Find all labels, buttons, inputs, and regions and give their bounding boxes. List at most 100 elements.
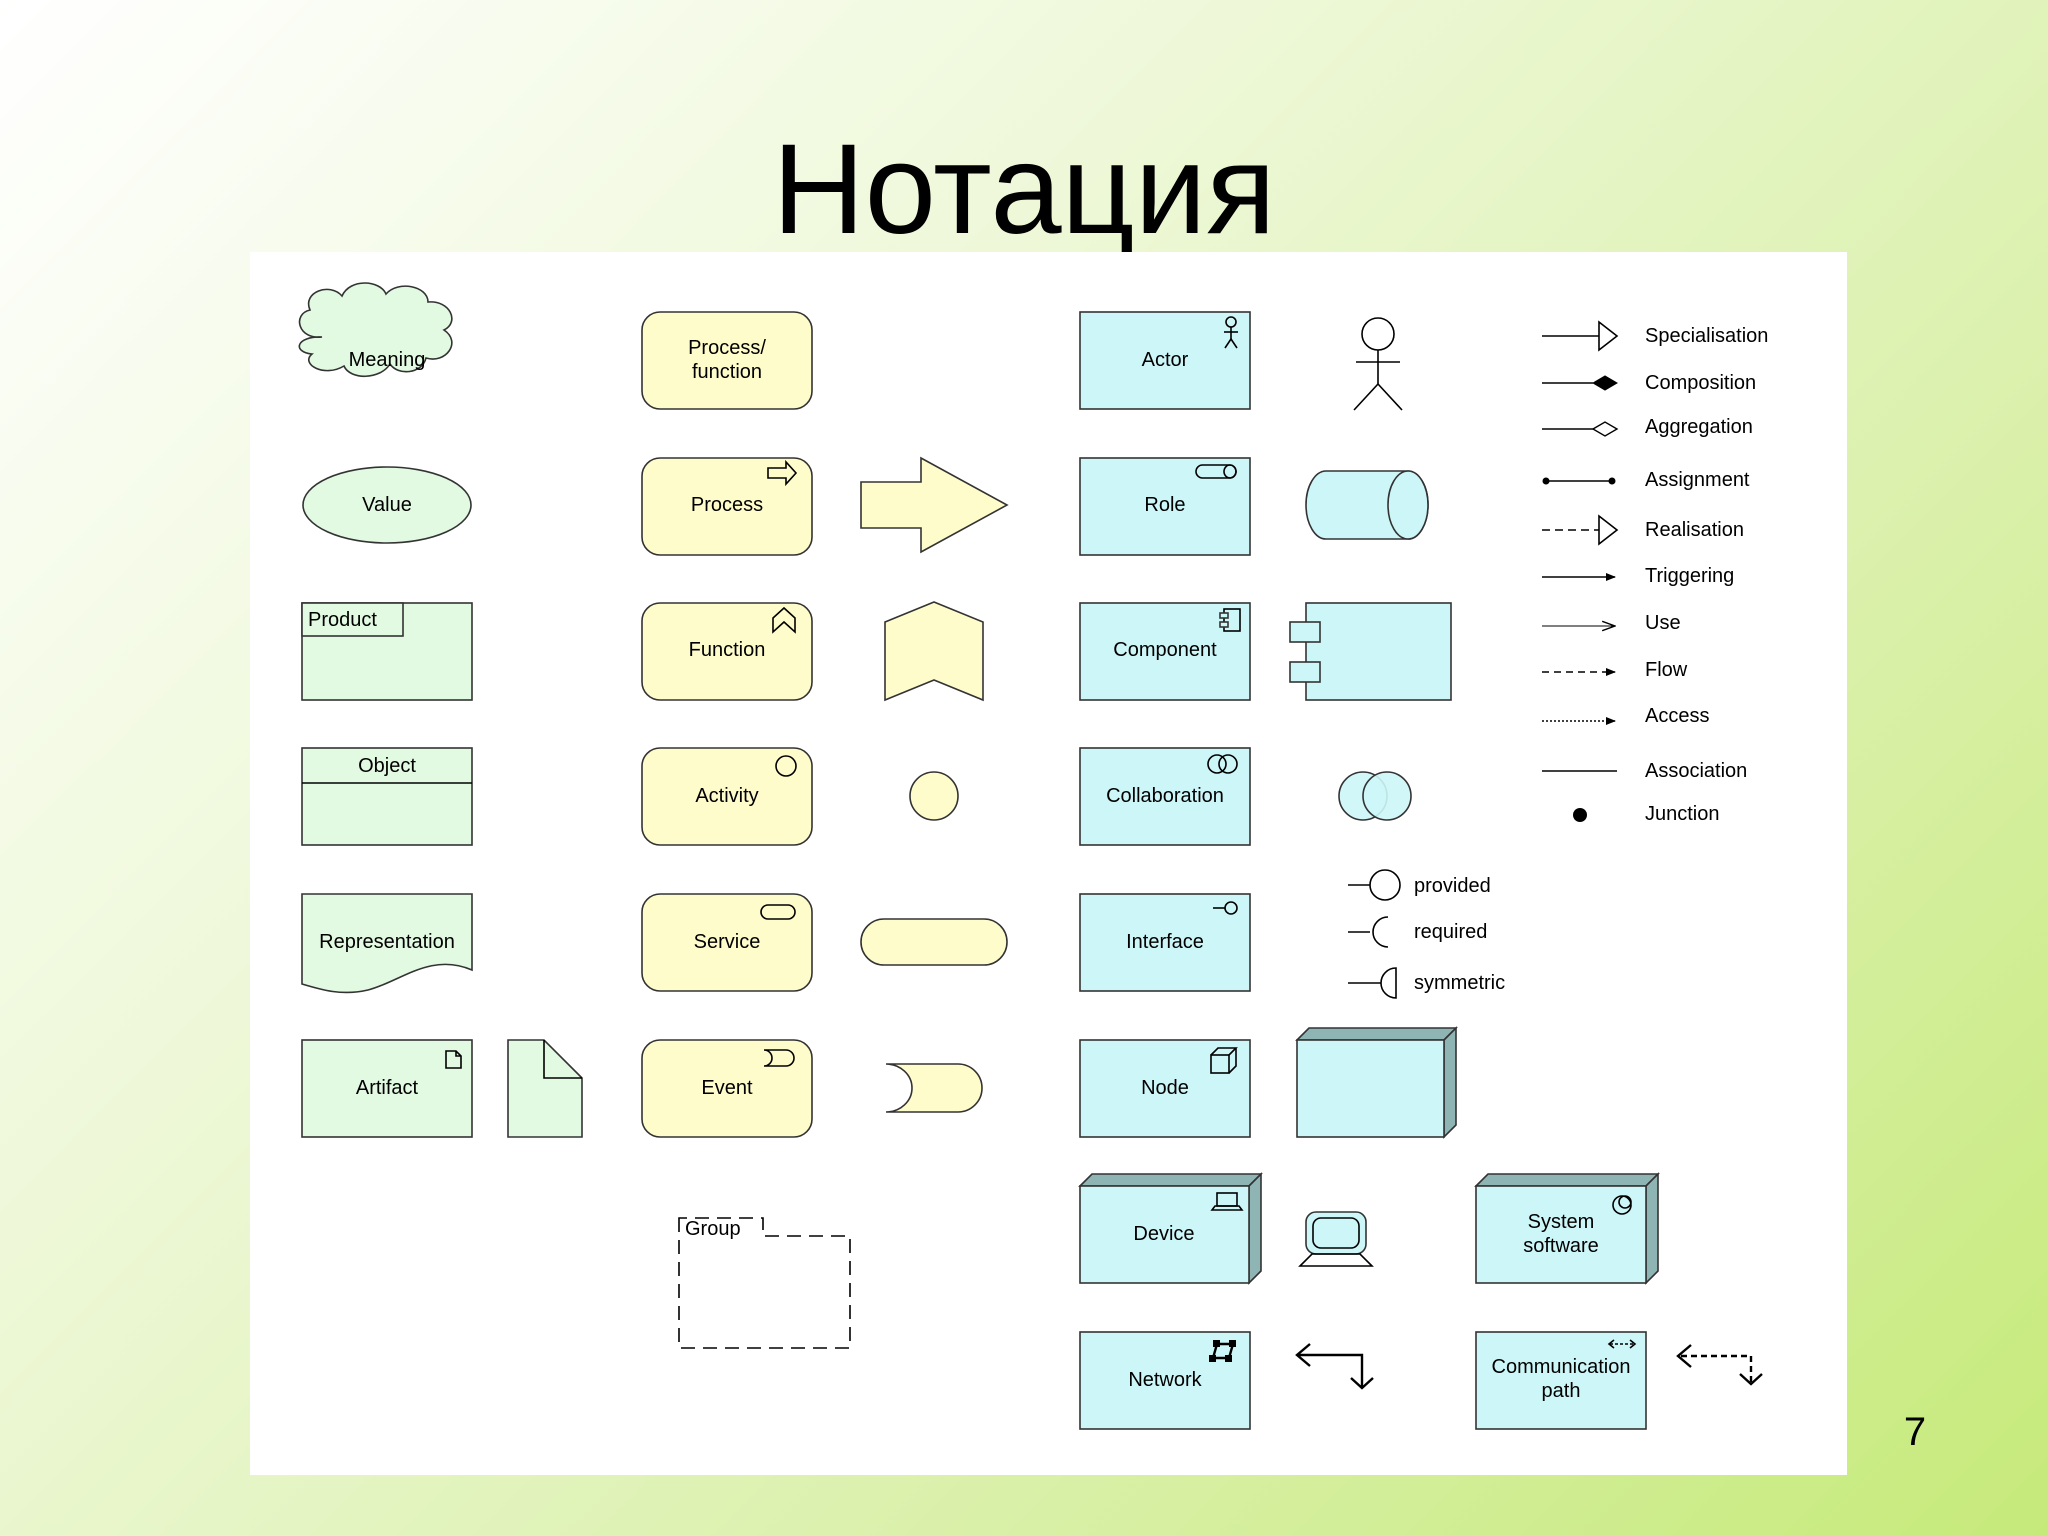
junction-label: Junction [1645,803,1720,825]
relation-aggregation: Aggregation [1542,416,1753,438]
communication-path-shape: Communication path [1475,1331,1647,1430]
product-shape: Product [301,602,473,701]
communication-path-label-2: path [1542,1380,1581,1402]
artifact-label: Artifact [356,1077,419,1099]
value-label: Value [362,494,412,516]
symmetric-label: symmetric [1414,972,1505,994]
relation-association: Association [1542,760,1747,782]
actor-stick-figure-icon [1353,317,1403,411]
component-icon [1219,608,1241,632]
interface-symmetric: symmetric [1348,967,1505,999]
collaboration-label: Collaboration [1106,785,1224,807]
service-label: Service [694,931,761,953]
system-software-shape: System software [1474,1172,1660,1285]
realisation-label: Realisation [1645,519,1744,541]
actor-shape: Actor [1079,311,1251,410]
process-arrow-large-icon [860,456,1009,554]
group-shape: Group [678,1217,851,1349]
interface-shape: Interface [1079,893,1251,992]
event-label: Event [701,1077,753,1099]
relation-access: Access [1542,705,1709,727]
representation-shape: Representation [301,893,473,994]
required-label: required [1414,921,1487,943]
group-label: Group [685,1218,741,1240]
event-shape: Event [641,1039,813,1138]
relation-junction: Junction [1573,803,1720,825]
node-shape: Node [1079,1039,1251,1138]
service-shape: Service [641,893,813,992]
activity-shape: Activity [641,747,813,846]
association-label: Association [1645,760,1747,782]
artifact-icon [445,1050,462,1069]
interface-icon [1213,901,1238,915]
activity-label: Activity [695,785,758,807]
relation-realisation: Realisation [1542,514,1744,546]
provided-label: provided [1414,875,1491,897]
network-large-icon [1295,1343,1374,1390]
collaboration-large-icon [1338,771,1412,821]
component-label: Component [1113,639,1217,661]
page-number: 7 [1903,1410,1927,1454]
device-label: Device [1133,1223,1194,1245]
activity-circle-icon [775,755,797,777]
meaning-shape: Meaning [298,282,453,377]
event-large-icon [885,1063,983,1113]
notation-panel: Meaning Value Product Object Representat… [250,252,1847,1475]
interface-provided: provided [1348,869,1491,901]
role-shape: Role [1079,457,1251,556]
specialisation-label: Specialisation [1645,325,1768,347]
representation-label: Representation [319,931,455,953]
service-pill-icon [760,904,796,920]
node-label: Node [1141,1077,1189,1099]
relation-assignment: Assignment [1542,469,1750,491]
component-shape: Component [1079,602,1251,701]
relation-specialisation: Specialisation [1542,320,1768,352]
slide-title: Нотация [772,118,1276,261]
interface-label: Interface [1126,931,1204,953]
assignment-label: Assignment [1645,469,1750,491]
triggering-label: Triggering [1645,565,1734,587]
node-large-icon [1295,1026,1458,1139]
process-arrow-icon [767,459,798,487]
node-cube-icon [1210,1047,1238,1074]
object-shape: Object [301,747,473,846]
artifact-large-icon [507,1039,583,1138]
actor-small-icon [1224,316,1238,349]
collaboration-shape: Collaboration [1079,747,1251,846]
device-laptop-icon [1210,1192,1244,1211]
product-label: Product [308,609,377,631]
component-large-icon [1289,602,1452,701]
object-label: Object [358,755,416,777]
function-chevron-icon [772,606,796,634]
use-label: Use [1645,612,1681,634]
relation-triggering: Triggering [1542,565,1734,587]
value-shape: Value [302,466,472,544]
system-software-label-1: System [1528,1211,1595,1233]
role-icon [1195,464,1237,479]
composition-label: Composition [1645,372,1756,394]
network-shape: Network [1079,1331,1251,1430]
function-shape: Function [641,602,813,701]
flow-label: Flow [1645,659,1688,681]
service-large-icon [860,918,1008,966]
artifact-shape: Artifact [301,1039,473,1138]
actor-label: Actor [1142,349,1189,371]
relation-composition: Composition [1542,372,1756,394]
role-large-icon [1305,470,1429,540]
activity-large-icon [909,771,959,821]
device-large-icon [1298,1211,1374,1267]
system-software-label-2: software [1523,1235,1599,1257]
communication-path-large-icon [1678,1354,1753,1382]
system-software-icon [1612,1195,1632,1215]
access-label: Access [1645,705,1709,727]
aggregation-label: Aggregation [1645,416,1753,438]
function-label: Function [689,639,766,661]
network-label: Network [1128,1369,1202,1391]
process-shape: Process [641,457,813,556]
notation-diagram: Meaning Value Product Object Representat… [298,282,1768,1430]
device-shape: Device [1078,1172,1263,1285]
network-icon [1209,1340,1236,1362]
event-icon [763,1049,795,1067]
relation-use: Use [1542,612,1681,634]
process-function-label-2: function [692,361,762,383]
